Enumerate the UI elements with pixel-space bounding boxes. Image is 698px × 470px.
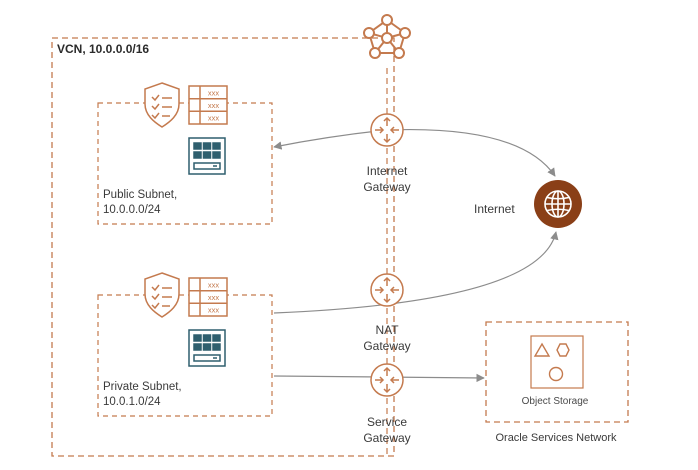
svg-text:xxx: xxx	[208, 114, 220, 123]
nat-gateway-label: NAT Gateway	[337, 322, 437, 354]
public-subnet-name: Public Subnet,	[103, 189, 178, 201]
private-subnet-label: Private Subnet, 10.0.1.0/24	[103, 380, 182, 410]
svg-text:xxx: xxx	[208, 89, 220, 98]
service-gateway-line2: Gateway	[363, 431, 411, 445]
public-subnet-label: Public Subnet, 10.0.0.0/24	[103, 188, 177, 218]
internet-gateway-router-icon	[370, 113, 404, 147]
internet-gateway-to-public-subnet-arrow	[273, 129, 388, 150]
internet-gateway-line1: Internet	[366, 164, 408, 178]
object-storage-icon	[533, 342, 570, 382]
compute-instance-icon	[188, 329, 226, 367]
oracle-services-network-boundary	[485, 321, 629, 423]
internet-gateway-line2: Gateway	[363, 180, 411, 194]
vcn-label: VCN, 10.0.0.0/16	[57, 42, 150, 56]
svg-text:xxx: xxx	[208, 101, 220, 110]
svg-text:xxx: xxx	[208, 306, 220, 315]
oracle-services-network-label: Oracle Services Network	[495, 432, 617, 444]
service-gateway-router-icon	[370, 363, 404, 397]
nat-gateway-router-icon	[370, 273, 404, 307]
compute-instance-icon	[188, 137, 226, 175]
internet-gateway-label: Internet Gateway	[337, 163, 437, 195]
vcn-network-icon	[363, 14, 411, 59]
object-storage-boundary	[530, 335, 584, 389]
security-list-icon	[144, 82, 180, 128]
internet-gateway-to-internet-arrow	[386, 128, 556, 177]
nat-gateway-line2: Gateway	[363, 339, 411, 353]
private-subnet-to-internet-arrow	[273, 231, 559, 314]
public-subnet-cidr: 10.0.0.0/24	[103, 204, 161, 216]
nat-gateway-line1: NAT	[375, 323, 399, 337]
service-gateway-line1: Service	[366, 415, 407, 429]
service-gateway-label: Service Gateway	[337, 414, 437, 446]
private-subnet-name: Private Subnet,	[103, 381, 182, 393]
svg-text:xxx: xxx	[208, 281, 220, 290]
private-subnet-cidr: 10.0.1.0/24	[103, 396, 161, 408]
svg-text:xxx: xxx	[208, 293, 220, 302]
object-storage-label: Object Storage	[521, 396, 589, 407]
route-table-icon: xxx xxx xxx	[188, 277, 228, 317]
vcn-boundary	[51, 37, 395, 457]
security-list-icon	[144, 272, 180, 318]
private-subnet-boundary	[97, 294, 273, 417]
internet-label: Internet	[474, 202, 515, 216]
public-subnet-boundary	[97, 102, 273, 225]
route-table-icon: xxx xxx xxx	[188, 85, 228, 125]
globe-icon	[534, 180, 582, 228]
